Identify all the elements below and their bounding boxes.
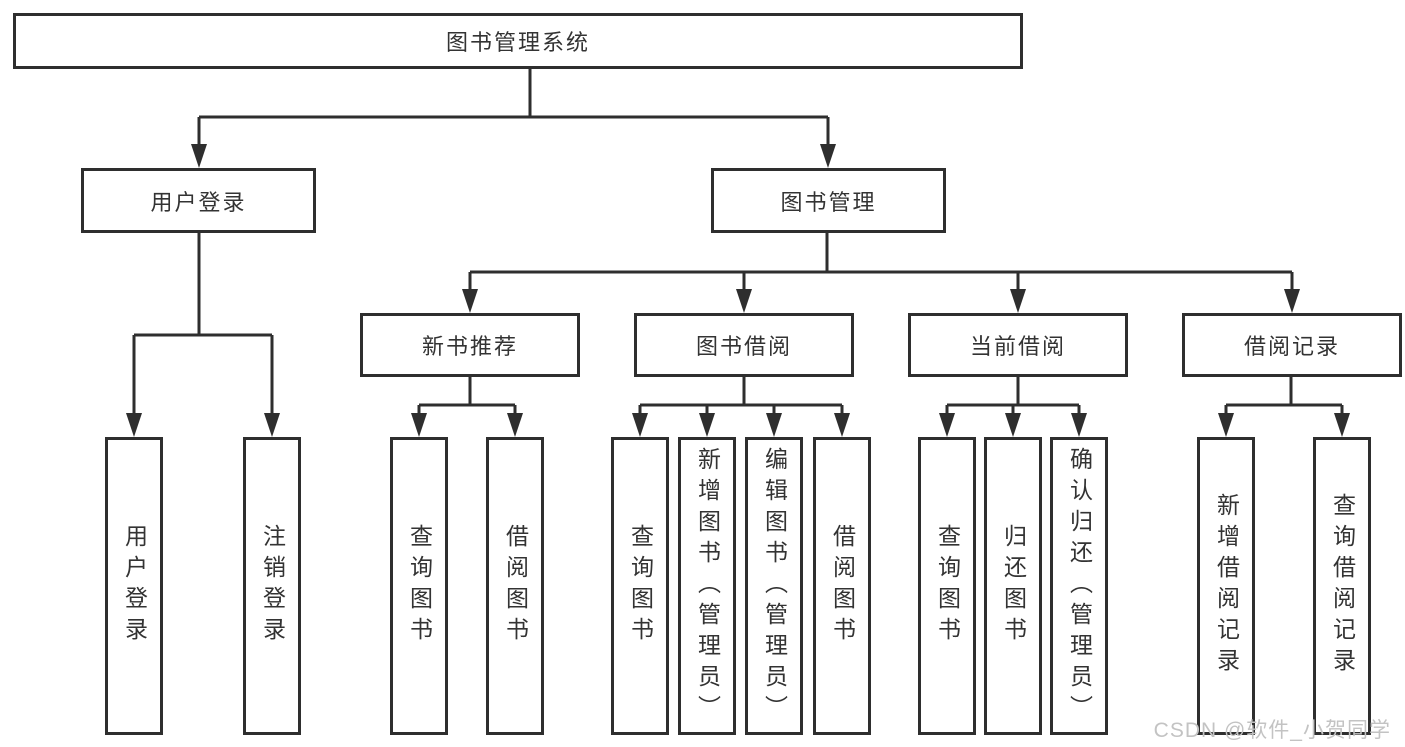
arrowhead-icon (1218, 413, 1234, 437)
arrowhead-icon (1284, 289, 1300, 313)
node-leaf-logout: 注销登录 (243, 437, 301, 735)
node-new-book-recommend: 新书推荐 (360, 313, 580, 377)
node-book-management: 图书管理 (711, 168, 946, 233)
arrowhead-icon (834, 413, 850, 437)
arrowhead-icon (264, 413, 280, 437)
arrowhead-icon (1071, 413, 1087, 437)
arrowhead-icon (126, 413, 142, 437)
node-leaf-add-book-admin: 新增图书（管理员） (678, 437, 736, 735)
node-leaf-borrow-books-2: 借阅图书 (813, 437, 871, 735)
node-leaf-return-book: 归还图书 (984, 437, 1042, 735)
node-leaf-query-borrow-record: 查询借阅记录 (1313, 437, 1371, 735)
arrowhead-icon (632, 413, 648, 437)
node-leaf-query-books-3: 查询图书 (918, 437, 976, 735)
arrowhead-icon (191, 144, 207, 168)
node-leaf-add-borrow-record: 新增借阅记录 (1197, 437, 1255, 735)
node-leaf-user-login: 用户登录 (105, 437, 163, 735)
csdn-watermark: CSDN @软件_小贺同学 (1153, 719, 1391, 742)
arrowhead-icon (699, 413, 715, 437)
node-leaf-borrow-books-1: 借阅图书 (486, 437, 544, 735)
node-leaf-confirm-return-admin: 确认归还（管理员） (1050, 437, 1108, 735)
node-leaf-query-books-1: 查询图书 (390, 437, 448, 735)
node-user-login: 用户登录 (81, 168, 316, 233)
arrowhead-icon (820, 144, 836, 168)
node-current-borrowing: 当前借阅 (908, 313, 1128, 377)
arrowhead-icon (1010, 289, 1026, 313)
node-borrowing-records: 借阅记录 (1182, 313, 1402, 377)
arrowhead-icon (411, 413, 427, 437)
arrowhead-icon (939, 413, 955, 437)
arrowhead-icon (1005, 413, 1021, 437)
arrowhead-icon (736, 289, 752, 313)
node-book-borrowing: 图书借阅 (634, 313, 854, 377)
node-leaf-edit-book-admin: 编辑图书（管理员） (745, 437, 803, 735)
arrowhead-icon (766, 413, 782, 437)
node-root: 图书管理系统 (13, 13, 1023, 69)
node-leaf-query-books-2: 查询图书 (611, 437, 669, 735)
arrowhead-icon (507, 413, 523, 437)
arrowhead-icon (1334, 413, 1350, 437)
arrowhead-icon (462, 289, 478, 313)
